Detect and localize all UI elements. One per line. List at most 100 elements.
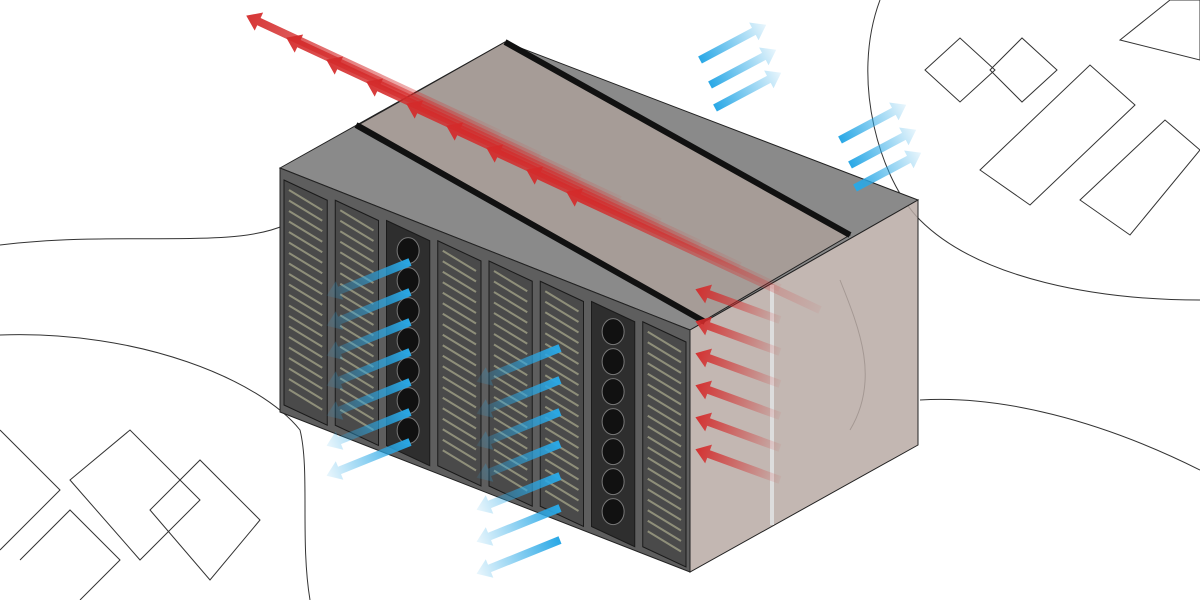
server-unit — [647, 351, 682, 374]
server-unit — [288, 220, 323, 243]
server-unit — [647, 362, 682, 385]
exhaust-air-arrow-shape — [698, 22, 767, 64]
server-unit — [288, 283, 323, 306]
server-unit — [544, 342, 580, 365]
server-unit — [442, 438, 477, 461]
hot-air-arrow-shape — [695, 316, 782, 356]
fan-icon — [601, 468, 625, 496]
server-unit — [647, 341, 682, 364]
server-unit — [442, 396, 477, 419]
server-unit — [544, 363, 580, 386]
server-unit — [339, 230, 375, 253]
cold-air-arrow — [326, 438, 412, 480]
server-unit — [647, 488, 682, 511]
fan-icon — [601, 378, 625, 406]
cold-air-arrow-shape — [326, 258, 412, 300]
roof-rail-back — [503, 39, 852, 238]
server-unit — [647, 372, 682, 395]
server-unit — [288, 262, 323, 285]
cold-air-arrow-shape — [476, 408, 562, 450]
server-unit — [442, 249, 477, 272]
fan-icon — [601, 408, 625, 436]
server-unit — [493, 459, 528, 482]
roof-rail-front — [354, 122, 707, 325]
cold-air-arrow — [326, 348, 412, 390]
exhaust-air-arrow-shape — [838, 102, 907, 144]
server-unit — [442, 302, 477, 325]
server-unit — [647, 530, 682, 553]
server-unit — [442, 291, 477, 314]
server-unit — [339, 209, 375, 232]
hot-air-arrow-shape — [695, 348, 782, 388]
server-unit — [339, 387, 375, 410]
server-unit — [288, 357, 323, 380]
server-unit — [647, 393, 682, 416]
server-unit — [647, 425, 682, 448]
server-unit — [339, 240, 375, 263]
hot-air-arrows — [246, 12, 822, 484]
server-unit — [493, 333, 528, 356]
cold-air-arrow-shape — [326, 318, 412, 360]
server-unit — [288, 273, 323, 296]
server-unit — [288, 367, 323, 390]
exhaust-air-arrows — [698, 22, 922, 192]
exhaust-air-arrow-shape — [708, 47, 777, 89]
server-unit — [493, 280, 528, 303]
hot-air-arrow — [695, 316, 782, 356]
server-unit — [544, 426, 580, 449]
exhaust-air-arrow — [848, 127, 917, 169]
server-unit — [339, 251, 375, 274]
server-unit — [647, 404, 682, 427]
fan-icon — [601, 318, 625, 346]
cold-air-arrow — [326, 408, 412, 450]
hot-air-arrow — [246, 12, 502, 138]
server-unit — [544, 437, 580, 460]
server-unit — [442, 449, 477, 472]
server-unit — [493, 448, 528, 471]
server-unit — [493, 322, 528, 345]
hot-air-arrow-shape — [246, 12, 502, 138]
server-unit — [339, 219, 375, 242]
server-unit — [288, 294, 323, 317]
cold-air-arrow — [476, 376, 562, 418]
cold-air-arrow — [326, 378, 412, 420]
server-unit — [339, 356, 375, 379]
exhaust-air-arrow-shape — [853, 150, 922, 192]
server-unit — [288, 189, 323, 212]
glass-door-face — [689, 199, 919, 573]
server-unit — [288, 336, 323, 359]
hot-air-arrow — [695, 444, 782, 484]
server-unit — [288, 378, 323, 401]
server-unit — [544, 416, 580, 439]
exhaust-air-arrow-shape — [848, 127, 917, 169]
hot-air-arrow — [695, 348, 782, 388]
server-unit — [544, 458, 580, 481]
server-unit — [442, 428, 477, 451]
exhaust-air-arrow — [853, 150, 922, 192]
server-unit — [493, 270, 528, 293]
cold-air-arrow — [476, 504, 562, 546]
server-unit — [647, 519, 682, 542]
server-unit — [544, 405, 580, 428]
server-unit — [544, 290, 580, 313]
hot-air-arrow-shape — [695, 380, 782, 420]
server-unit — [544, 489, 580, 512]
server-unit — [647, 498, 682, 521]
server-unit — [288, 346, 323, 369]
server-unit — [493, 427, 528, 450]
server-unit — [544, 384, 580, 407]
server-unit — [442, 407, 477, 430]
server-unit — [442, 344, 477, 367]
cold-air-arrow-shape — [476, 440, 562, 482]
exhaust-air-arrow — [698, 22, 767, 64]
server-unit — [288, 304, 323, 327]
fan-icon — [601, 348, 625, 376]
server-unit — [288, 252, 323, 275]
exhaust-air-arrow — [838, 102, 907, 144]
cold-air-arrow-shape — [326, 438, 412, 480]
server-unit — [647, 414, 682, 437]
rack-columns — [283, 179, 687, 568]
server-unit — [442, 333, 477, 356]
